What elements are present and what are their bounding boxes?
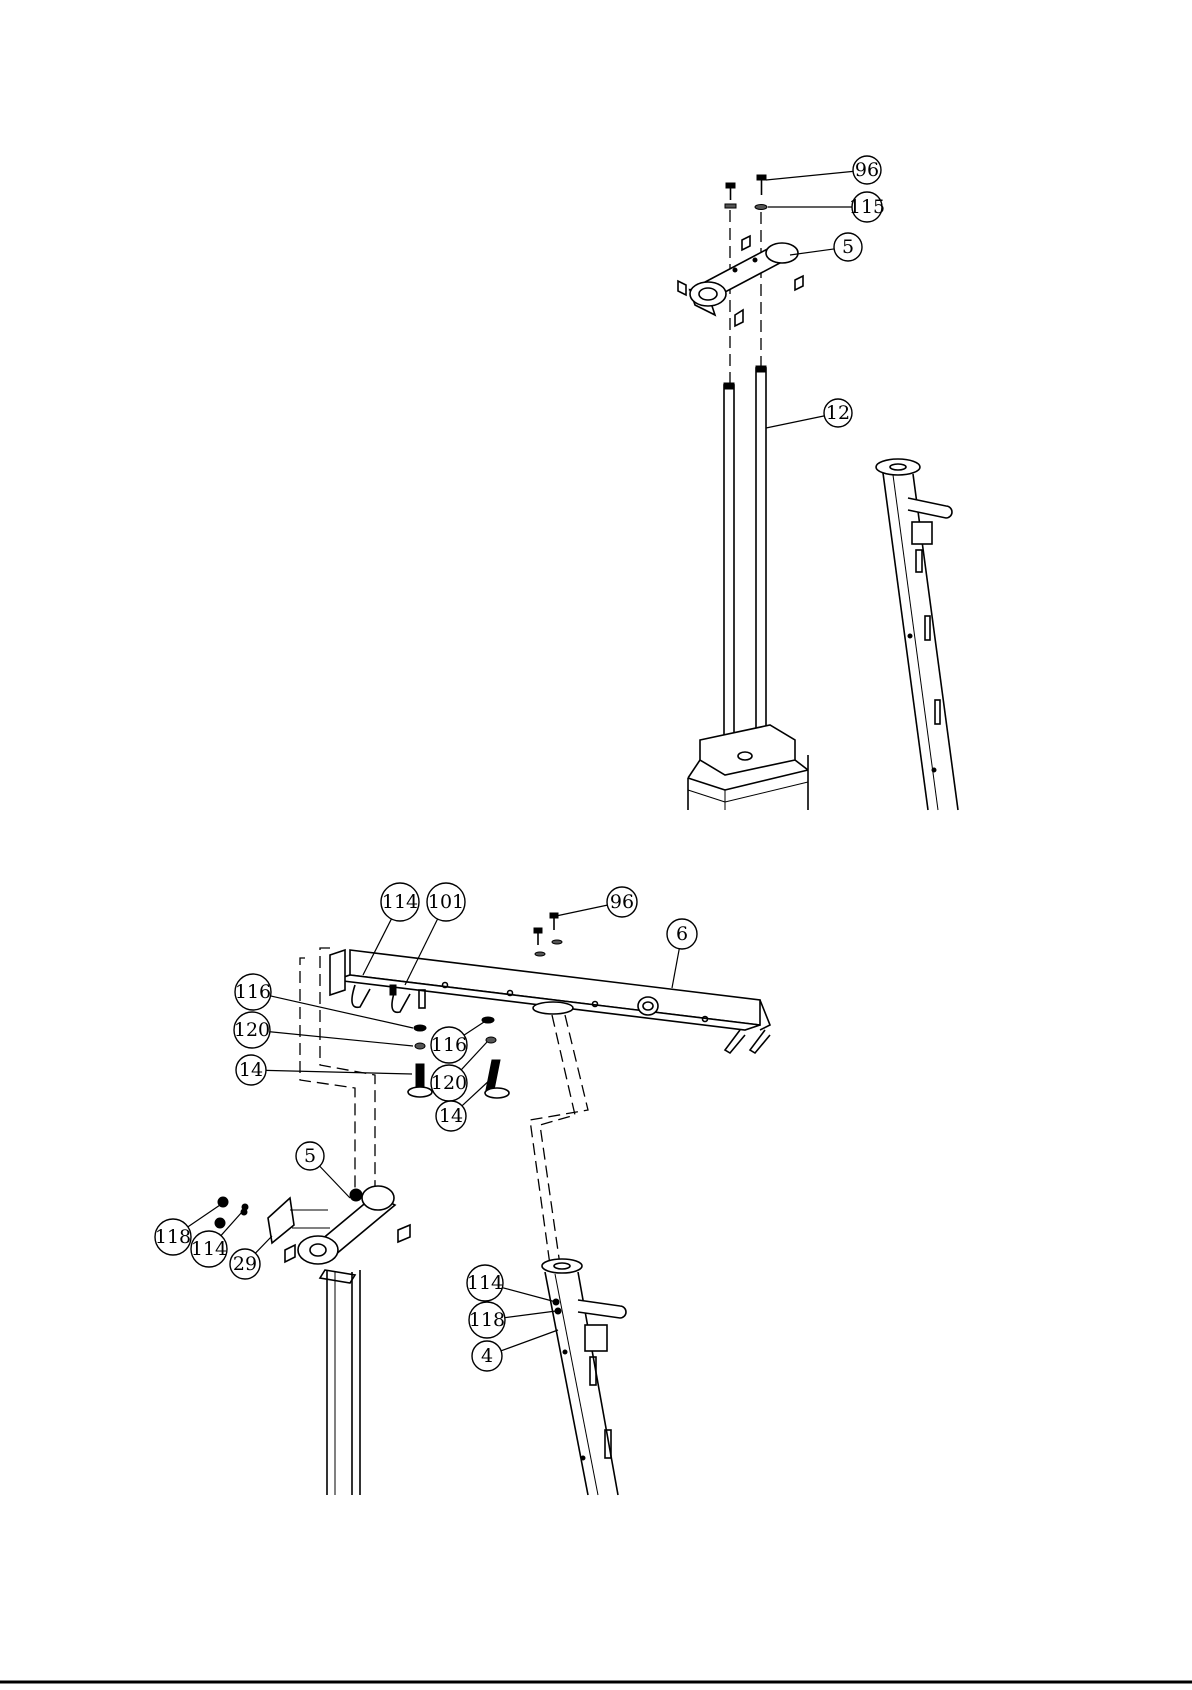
bolt-96-bottom — [534, 913, 562, 956]
callout-c-12: 12 — [824, 399, 852, 427]
callout-number: 116 — [431, 1034, 467, 1056]
callout-number: 118 — [155, 1226, 191, 1248]
leader-c-96-bottom — [556, 905, 607, 916]
leader-c-118-b — [505, 1311, 556, 1318]
callout-c-4: 4 — [472, 1341, 502, 1371]
callout-number: 101 — [428, 891, 464, 913]
callout-c-114-c: 114 — [467, 1265, 503, 1301]
callout-c-116-a: 116 — [235, 974, 271, 1010]
callout-c-6: 6 — [667, 919, 697, 949]
upright-frame-4 — [542, 1259, 626, 1495]
callout-c-5-top: 5 — [834, 233, 862, 261]
callout-c-120-a: 120 — [234, 1012, 270, 1048]
callout-number: 29 — [233, 1253, 257, 1275]
callout-c-114-a: 114 — [381, 883, 419, 921]
callout-c-114-b: 114 — [191, 1231, 227, 1267]
callout-c-101: 101 — [427, 883, 465, 921]
callout-number: 5 — [304, 1145, 316, 1167]
weight-stack — [688, 725, 808, 810]
callout-c-96-bottom: 96 — [607, 887, 637, 917]
callout-number: 114 — [467, 1272, 503, 1294]
callout-number: 12 — [826, 402, 850, 424]
callout-number: 6 — [676, 923, 688, 945]
callout-number: 96 — [855, 159, 879, 181]
top-bracket-5 — [678, 236, 803, 326]
callout-c-118-a: 118 — [155, 1219, 191, 1255]
callout-number: 5 — [842, 236, 854, 258]
guide-line-right-bottom-2 — [530, 1015, 588, 1265]
leader-c-96-top — [766, 171, 853, 180]
callout-c-14-b: 14 — [436, 1101, 466, 1131]
bolt-96-top — [725, 175, 767, 210]
leader-c-120-a — [270, 1032, 413, 1046]
leader-c-5-bottom — [320, 1166, 350, 1198]
callout-c-120-b: 120 — [431, 1065, 467, 1101]
leader-c-14-a — [266, 1070, 412, 1074]
callout-c-118-b: 118 — [469, 1302, 505, 1338]
callout-c-14-a: 14 — [236, 1055, 266, 1085]
leader-c-12 — [766, 416, 824, 428]
leader-c-6 — [672, 949, 679, 988]
callout-number: 14 — [239, 1059, 263, 1081]
guide-rods-12 — [724, 366, 766, 740]
bottom-bracket-5 — [285, 1186, 410, 1283]
callout-c-29: 29 — [230, 1249, 260, 1279]
guide-line-right-bottom — [540, 1015, 575, 1265]
bottom-assembly — [215, 913, 770, 1495]
callout-number: 114 — [382, 891, 418, 913]
callout-number: 120 — [431, 1072, 467, 1094]
callout-c-115: 115 — [849, 192, 885, 222]
callout-number: 4 — [481, 1345, 493, 1367]
callout-c-96-top: 96 — [853, 156, 881, 184]
top-assembly — [678, 175, 958, 810]
top-beam-6 — [330, 950, 770, 1053]
callout-number: 118 — [469, 1309, 505, 1331]
pulley-bolt-set-right — [482, 1017, 509, 1098]
callout-number: 96 — [610, 891, 634, 913]
callout-c-116-b: 116 — [431, 1027, 467, 1063]
callout-number: 120 — [234, 1019, 270, 1041]
callout-number: 14 — [439, 1105, 463, 1127]
column-left — [327, 1270, 360, 1495]
leader-c-29 — [255, 1236, 272, 1253]
callout-c-5-bottom: 5 — [296, 1142, 324, 1170]
callout-number: 115 — [849, 196, 885, 218]
leader-c-4 — [501, 1330, 558, 1351]
callout-number: 114 — [191, 1238, 227, 1260]
callout-number: 116 — [235, 981, 271, 1003]
upright-frame-right — [876, 459, 958, 810]
